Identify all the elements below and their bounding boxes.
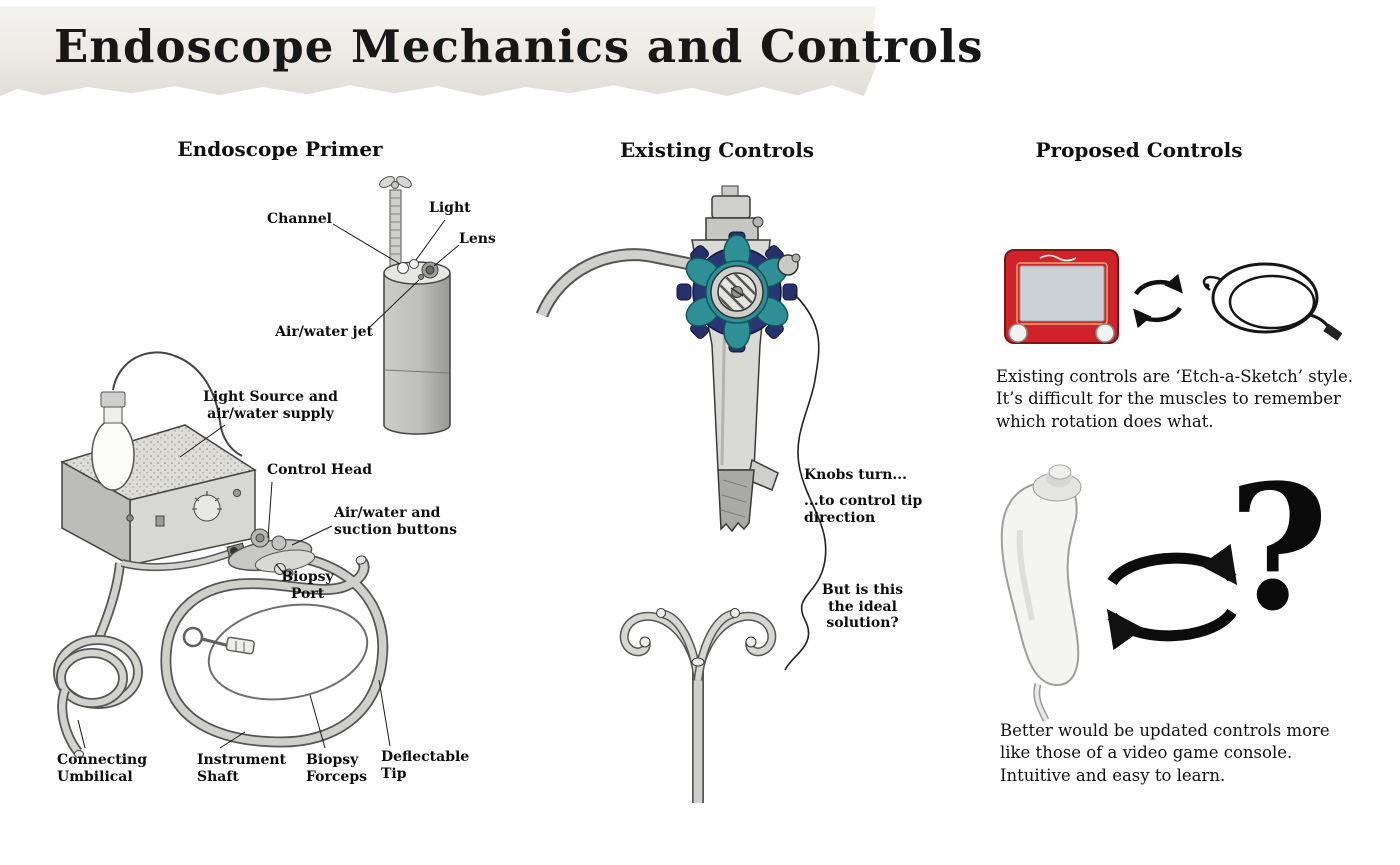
rotation-arrows-icon [1133,273,1183,329]
proposed-controls-illustration [1000,249,1343,722]
rotation-arrows-large-icon [1106,543,1238,651]
toggle-switch [155,515,165,527]
caption-existing-controls: Existing controls are ‘Etch-a-Sketch’ st… [996,367,1353,431]
angulation-knob-stack [676,231,801,353]
channel-opening [397,262,409,274]
leader-lines [77,424,391,749]
etch-a-sketch-icon [1004,249,1119,344]
distal-tip-drawing [332,176,460,435]
label-channel: Channel [267,211,332,227]
label-light-source: Light Source and air/water supply [203,389,338,422]
label-tip-direction: ...to control tip direction [804,493,923,526]
caption-better-controls: Better would be updated controls more li… [1000,721,1330,785]
heading-endoscope-primer: Endoscope Primer [177,137,383,161]
endoscope-primer-illustration [53,176,460,758]
nunchuk-icon [1000,464,1082,722]
light-source-box-drawing [60,351,257,567]
heading-existing-controls: Existing Controls [619,138,815,162]
label-light: Light [429,200,471,216]
label-air-water-suction: Air/water and suction buttons [334,505,458,538]
label-control-head: Control Head [267,462,373,478]
biopsy-forceps-drawing [182,603,369,701]
power-knob [193,494,221,522]
label-lens: Lens [459,231,496,247]
label-knobs-turn: Knobs turn... [804,467,908,483]
label-biopsy-port: Biopsy Port [281,569,334,602]
umbilical-and-shaft-tubes [53,548,389,758]
heading-proposed-controls: Proposed Controls [1035,138,1243,162]
label-air-water-jet: Air/water jet [275,324,373,340]
label-deflectable-tip: Deflectable Tip [381,749,470,782]
label-connecting-umbilical: Connecting Umbilical [57,752,148,785]
page-title: Endoscope Mechanics and Controls [54,20,984,73]
torn-paper-header [0,6,876,96]
valve-wingnut [391,181,399,189]
connector-wire [784,294,827,671]
label-ideal-question: But is this the ideal solution? [821,582,904,632]
endoscope-scope-icon [1202,262,1343,341]
water-bottle [91,419,135,491]
control-head-drawing [226,528,316,578]
label-instrument-shaft: Instrument Shaft [197,752,286,785]
existing-controls-illustration [535,185,827,803]
connecting-umbilical-coil [53,635,143,758]
question-mark: ? [1228,446,1329,649]
etch-knob-right [1095,323,1115,343]
label-biopsy-forceps: Biopsy Forceps [306,752,367,785]
light-guide [409,259,419,269]
air-water-jet-nozzle [418,274,424,280]
tip-deflection-drawing [619,608,777,803]
etch-knob-left [1008,323,1028,343]
deflectable-tip-end [355,555,367,565]
